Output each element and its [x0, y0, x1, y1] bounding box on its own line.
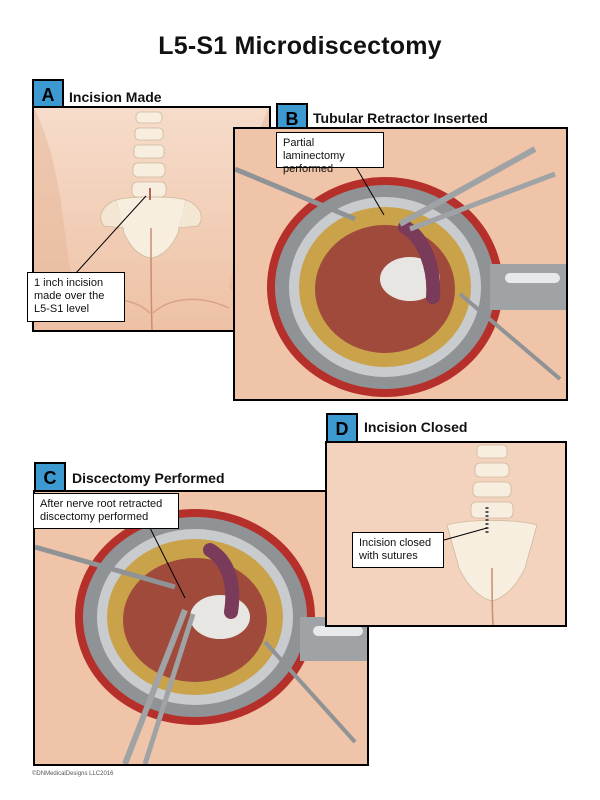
callout-line: After nerve root retracted: [40, 498, 163, 510]
callout-line: Partial laminectomy: [283, 137, 345, 162]
copyright-text: ©DNMedicalDesigns LLC2016: [32, 771, 114, 777]
retractor-arm-icon: [490, 264, 566, 310]
panel-d-title: Incision Closed: [364, 419, 468, 435]
callout-line: with sutures: [359, 550, 418, 562]
instrument-icon: [409, 171, 556, 232]
panel-a-callout: 1 inch incision made over the L5-S1 leve…: [27, 272, 125, 322]
panel-d-badge: D: [326, 413, 358, 445]
callout-line: performed: [283, 163, 334, 175]
panel-b-title: Tubular Retractor Inserted: [313, 110, 488, 126]
nerve-root-icon: [398, 220, 441, 304]
nerve-root-icon: [203, 543, 240, 619]
instrument-icon: [458, 292, 562, 381]
spine-icon: [131, 111, 167, 198]
callout-line: made over the: [34, 290, 105, 302]
callout-line: L5-S1 level: [34, 303, 90, 315]
callout-line: Incision closed: [359, 537, 432, 549]
panel-c-title: Discectomy Performed: [72, 470, 225, 486]
instrument-icon: [142, 613, 196, 764]
discectomy-illustration: [35, 492, 367, 764]
instrument-icon: [398, 146, 537, 227]
instrument-icon: [235, 166, 356, 222]
callout-line: 1 inch incision: [34, 277, 104, 289]
instrument-icon: [263, 640, 357, 744]
panel-c-callout: After nerve root retracted discectomy pe…: [33, 493, 179, 529]
disc-icon: [190, 595, 250, 639]
panel-d-callout: Incision closed with sutures: [352, 532, 444, 568]
sacrum-icon: [446, 520, 538, 602]
instrument-icon: [122, 608, 188, 764]
panel-a-title: Incision Made: [69, 89, 162, 105]
panel-b-callout: Partial laminectomy performed: [276, 132, 384, 175]
panel-a-badge: A: [32, 79, 64, 111]
callout-line: discectomy performed: [40, 511, 149, 523]
spine-icon: [470, 444, 514, 519]
tubular-retractor-illustration: [235, 129, 566, 399]
panel-c-illustration: [33, 490, 369, 766]
page-title: L5-S1 Microdiscectomy: [158, 32, 442, 60]
panel-b-illustration: [233, 127, 568, 401]
